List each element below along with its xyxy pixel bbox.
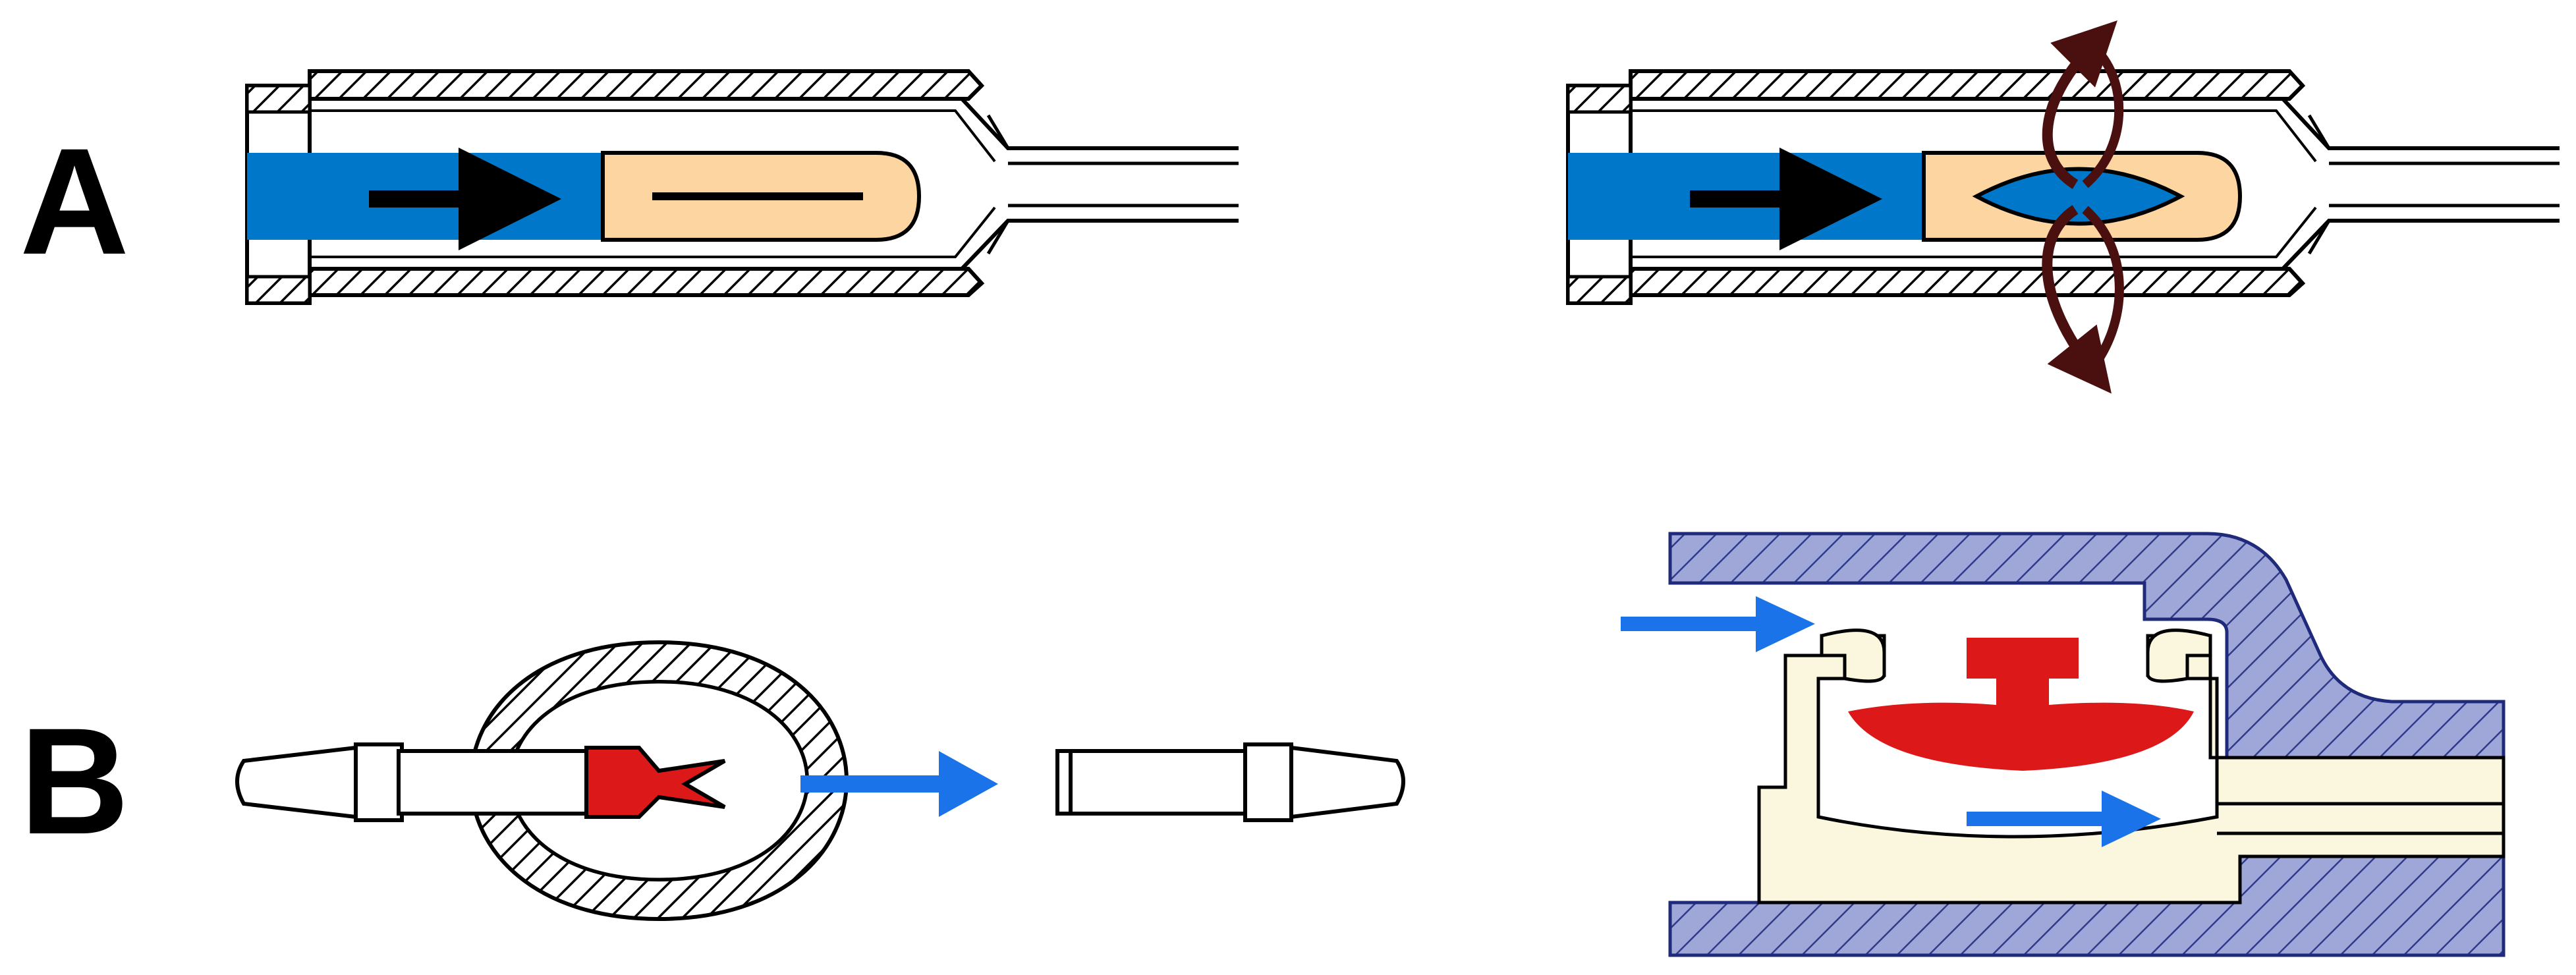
- panel-label-a: A: [20, 117, 129, 286]
- outlet-tip: [1289, 745, 1405, 820]
- sleeve-end-hatch-bottom: [245, 275, 312, 305]
- sleeve-end-hatch-top: [245, 84, 312, 114]
- flow-arrow-head: [939, 751, 998, 817]
- valve-inner-line: [1631, 109, 2317, 258]
- inlet-body: [397, 749, 592, 816]
- umbrella-valve: [1621, 532, 2506, 957]
- sleeve-wall-top: [308, 69, 985, 101]
- sleeve-end-hatch-top: [1566, 84, 1633, 114]
- sleeve-end-hatch-bottom: [1566, 275, 1633, 305]
- umbrella-element-red: [1848, 638, 2194, 771]
- inlet-tip: [235, 745, 358, 820]
- valve-outlet-tube: [986, 114, 1239, 255]
- outlet-body: [1055, 749, 1250, 816]
- sleeve-wall-bottom: [1629, 267, 2306, 297]
- inlet-flow-arrow-head: [1756, 596, 1815, 652]
- duckbill-valve-closed: [245, 69, 1239, 305]
- leak-arrow-up-right: [2082, 39, 2124, 188]
- valve-body-outline: [1631, 97, 2560, 271]
- duckbill-valve-open: [1566, 20, 2560, 394]
- valve-outlet-tube: [2307, 114, 2560, 255]
- leak-arrow-down-right: [2082, 206, 2124, 372]
- sleeve-wall-top: [1629, 69, 2306, 101]
- sleeve-wall-bottom: [308, 267, 985, 297]
- leak-arrow-up: [2042, 20, 2117, 189]
- seat-hook-right: [2146, 628, 2212, 683]
- inlet-collar: [354, 742, 404, 822]
- check-element-red: [584, 746, 726, 819]
- valve-slit-open: [1972, 167, 2185, 226]
- leak-arrow-down: [2042, 205, 2112, 394]
- outlet-collar: [1243, 742, 1293, 822]
- capsule-valve: [235, 640, 1405, 922]
- seat-hook-left: [1820, 628, 1886, 683]
- outlet-flow-arrow-head: [2102, 791, 2161, 847]
- valve-body-outline: [310, 97, 1239, 271]
- panel-label-b: B: [20, 696, 129, 866]
- housing-top: [1668, 532, 2506, 769]
- valve-inner-line: [310, 109, 996, 258]
